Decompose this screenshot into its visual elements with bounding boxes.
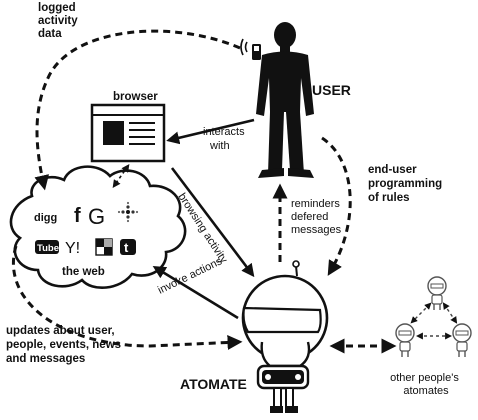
browsing-activity-arrow [170,167,255,278]
other-atomates-links [410,302,458,340]
other-atomates-label: other people's atomates [390,372,462,397]
digg-logo: digg [34,212,57,224]
logged-activity-label: logged activity data [38,2,81,40]
interacts-with-arrow [166,118,255,145]
user-label: USER [312,82,351,98]
svg-text:Tube: Tube [37,243,59,254]
end-user-programming-label: end-user programming of rules [368,164,445,204]
user-silhouette [256,22,314,178]
end-user-programming-arrow [321,136,352,276]
updates-label: updates about user, people, events, news… [6,325,124,365]
yahoo-logo: Y! [65,240,80,257]
atomate-label: ATOMATE [180,376,247,392]
facebook-logo: f [74,205,81,227]
reminders-label: reminders defered messages [291,198,343,236]
browser-web-arrow [112,164,130,188]
the-web-label: the web [62,266,105,278]
invoke-actions-arrow [152,265,239,320]
svg-text:t: t [124,240,129,255]
web-cloud [9,165,187,289]
youtube-logo: Tube [35,240,59,254]
other-atomate-robot-top [427,276,447,310]
browsing-activity-label: browsing activity [175,191,229,266]
other-atomate-robot-right [452,323,472,357]
phone-icon [240,38,261,60]
other-atomate-robot-left [395,323,415,357]
logged-activity-arrow [34,29,241,191]
browser-window-icon [90,103,166,163]
updates-arrow [12,245,243,350]
plusone-icon [117,201,139,223]
browser-label: browser [113,91,158,103]
google-logo: G [88,204,105,229]
atomate-robot [241,260,329,413]
twitter-logo: t [120,239,136,255]
delicious-logo [95,238,113,256]
